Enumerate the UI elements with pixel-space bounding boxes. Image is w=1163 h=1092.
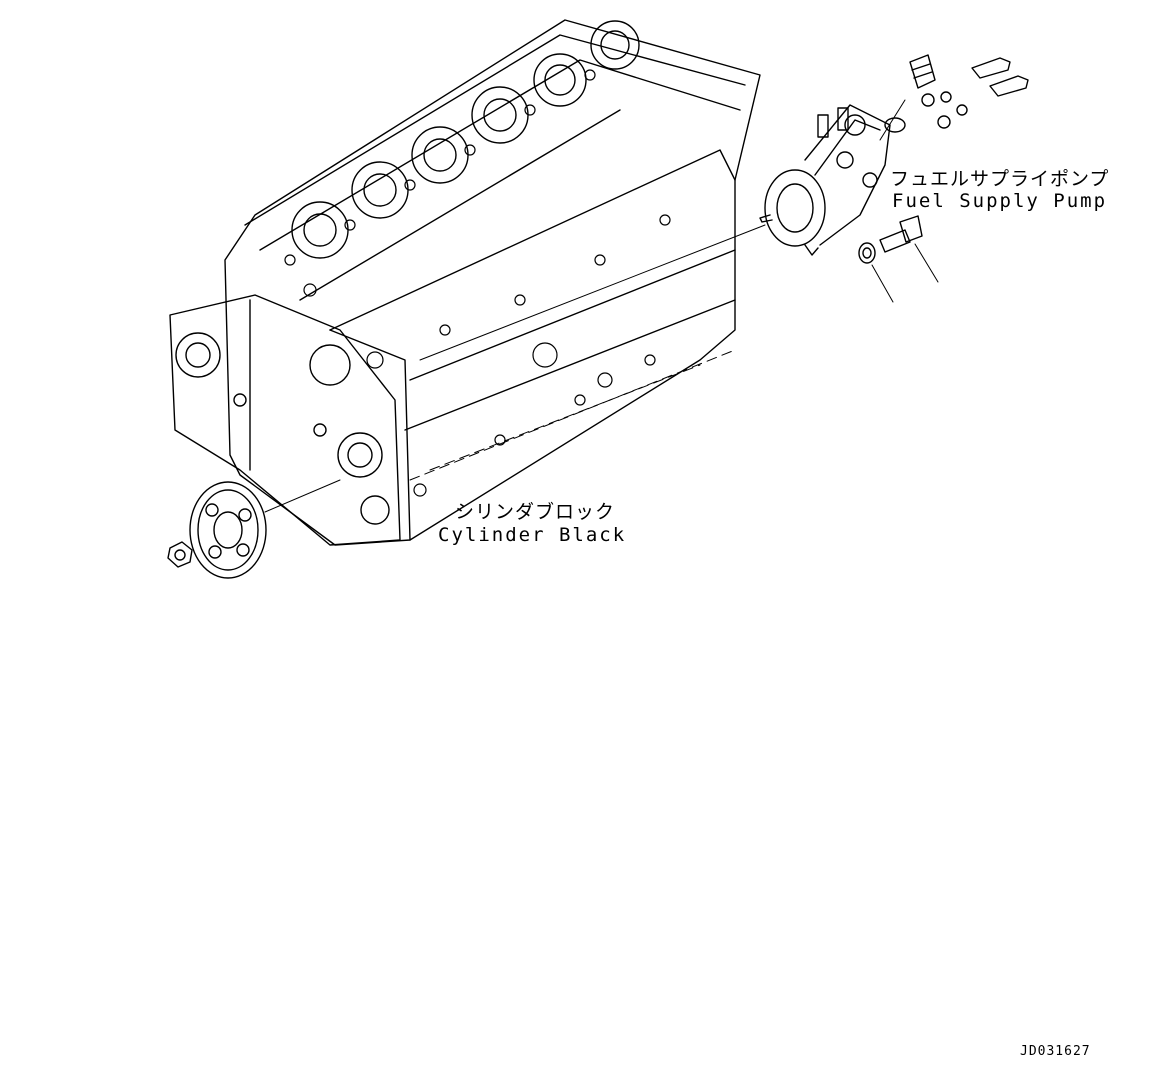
fuel-supply-pump [759, 104, 891, 256]
gear-nut [167, 541, 193, 568]
pump-assembly-line [419, 224, 766, 361]
drawing-code: JD031627 [1020, 1044, 1091, 1059]
head-bolt-holes [284, 69, 671, 497]
cylinder-head-bores [291, 20, 640, 259]
front-gear-housing [169, 294, 401, 546]
pump-mount-washer [858, 242, 876, 264]
cylinder-block-label-jp: シリンダブロック [455, 501, 616, 523]
gear-assembly-line [264, 479, 341, 513]
pump-mount-bolt [879, 215, 923, 253]
cylinder-block [169, 19, 761, 546]
bolt-leader [914, 243, 939, 283]
cylinder-block-label-en: Cylinder Black [438, 524, 627, 546]
washer-leader [871, 264, 894, 303]
drive-gear [189, 481, 267, 579]
fuel-supply-pump-label-jp: フュエルサプライポンプ [890, 168, 1110, 190]
fuel-supply-pump-label-en: Fuel Supply Pump [892, 190, 1108, 212]
pump-fittings [879, 54, 1029, 141]
